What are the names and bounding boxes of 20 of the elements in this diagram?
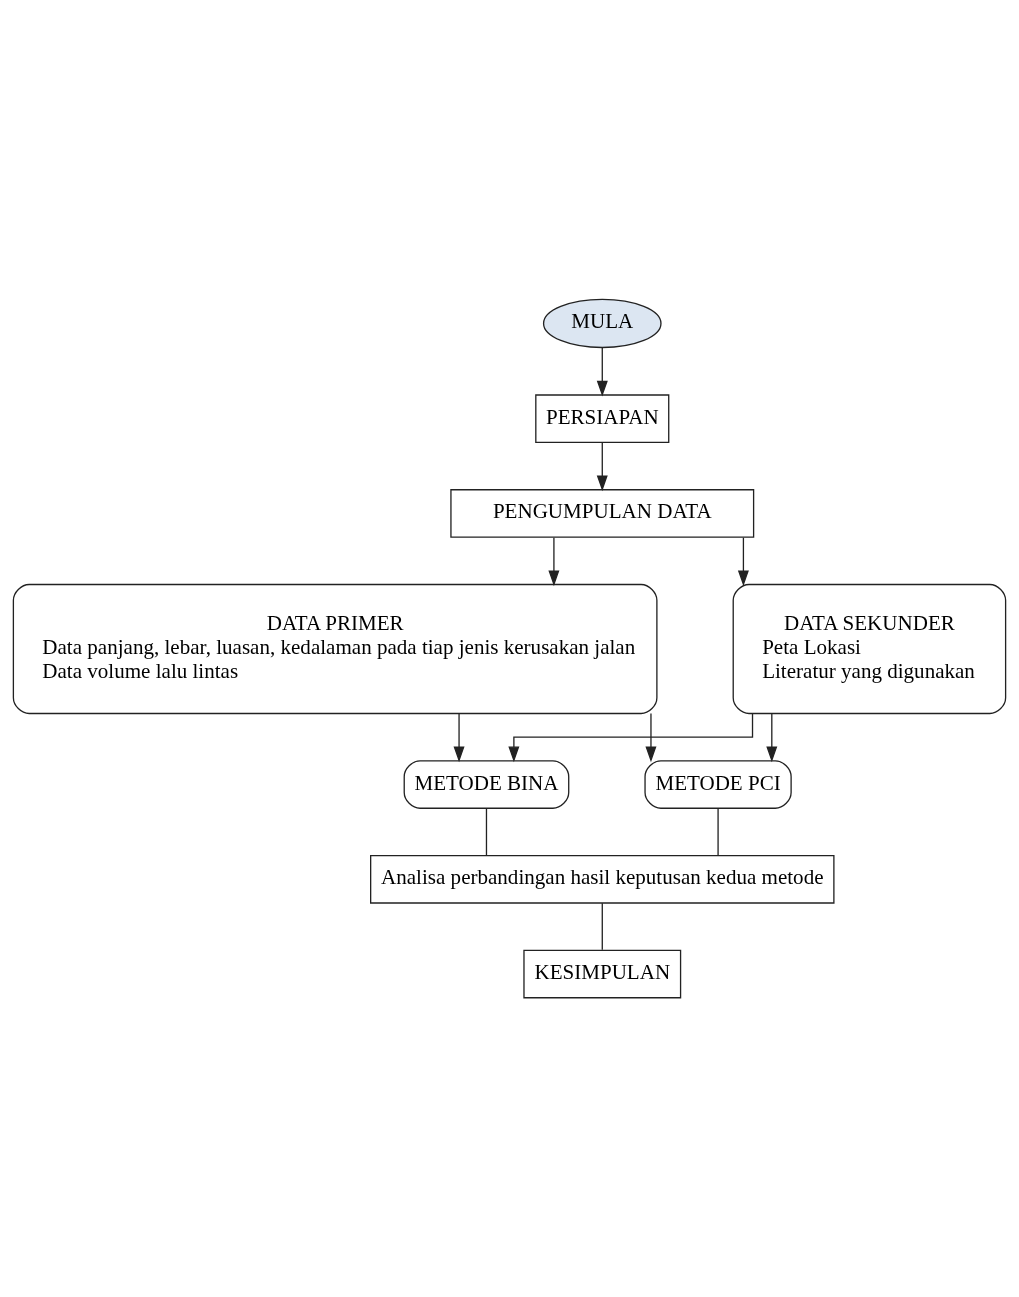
node-ellipse: MULA — [542, 298, 662, 349]
node-box: KESIMPULAN — [523, 949, 682, 999]
connector — [601, 902, 603, 951]
arrow — [453, 712, 465, 763]
node-box: DATA PRIMER Data panjang, lebar, luasan, kedalaman pada tiap jenis kerusakan jalan Data volume lalu lintas — [12, 583, 658, 715]
arrow — [645, 712, 657, 763]
node-box: METODE BINA — [403, 760, 570, 809]
node-box: Analisa perbandingan hasil keputusan kedua metode — [370, 854, 835, 904]
node-box: METODE PCI — [644, 760, 792, 809]
node-box: DATA SEKUNDER Peta Lokasi Literatur yang digunakan — [732, 583, 1007, 715]
connector — [485, 807, 488, 856]
node-box: PENGUMPULAN DATA — [450, 489, 755, 538]
arrow — [548, 537, 560, 587]
connector — [717, 807, 719, 856]
node-box: PERSIAPAN — [535, 394, 670, 444]
arrow — [596, 441, 608, 492]
arrow — [737, 537, 749, 587]
arrow — [596, 347, 608, 397]
arrow — [766, 712, 778, 763]
arrow — [508, 712, 754, 763]
